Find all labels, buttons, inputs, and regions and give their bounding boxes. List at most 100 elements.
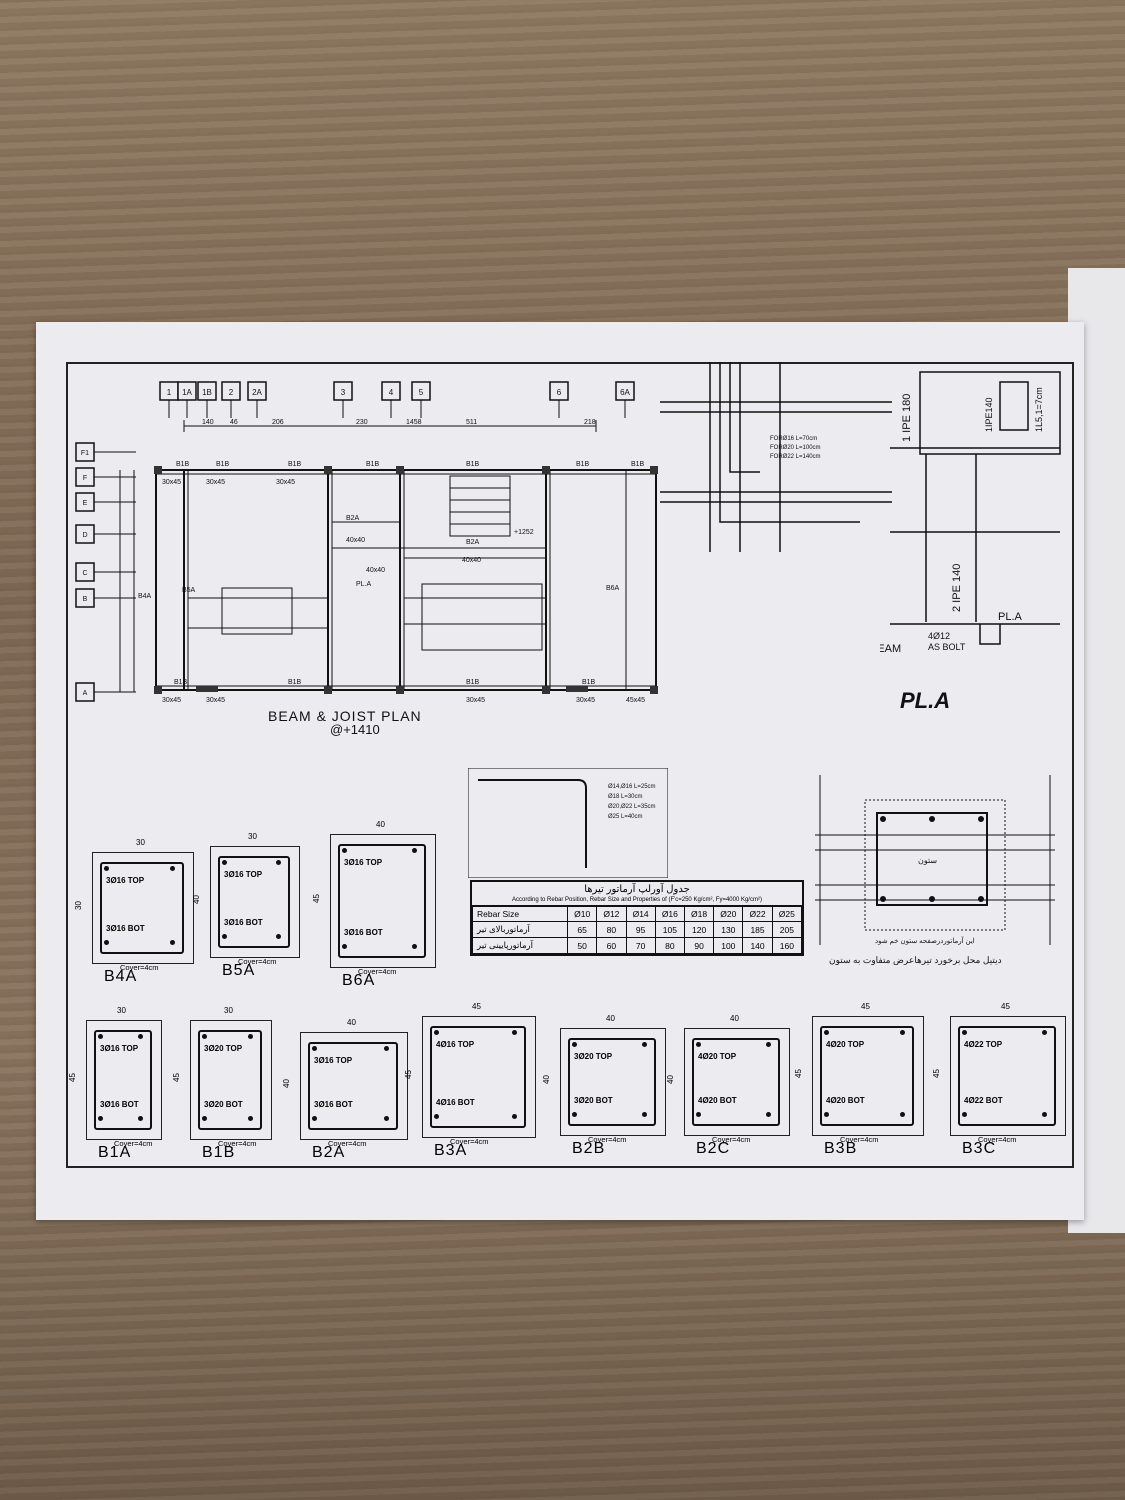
table-cell: 90 bbox=[683, 937, 715, 954]
table-title: جدول آورلپ آرماتور تیرها bbox=[584, 884, 690, 895]
dim-top: 140 bbox=[202, 419, 214, 426]
bottom-bars: 3Ø20 BOT bbox=[574, 1096, 613, 1105]
axis-bubble-A: A bbox=[75, 682, 136, 702]
rebar-dot bbox=[412, 848, 417, 853]
table-header-cell: Ø22 bbox=[742, 906, 773, 922]
section-outline bbox=[86, 1020, 162, 1140]
top-bars: 4Ø16 TOP bbox=[436, 1040, 475, 1049]
rebar-dot bbox=[642, 1112, 647, 1117]
svg-text:2: 2 bbox=[229, 388, 234, 397]
dim-top: 218 bbox=[584, 419, 596, 426]
label-pla: PL.A bbox=[998, 611, 1023, 623]
bend-line-4: Ø25 L=40cm bbox=[608, 814, 643, 820]
table-cell: 120 bbox=[683, 921, 715, 938]
rebar-dot bbox=[824, 1112, 829, 1117]
rebar-dot bbox=[696, 1112, 701, 1117]
label-beam: BEAM bbox=[880, 643, 901, 655]
bottom-bars: 3Ø16 BOT bbox=[314, 1100, 353, 1109]
bottom-bars: 4Ø20 BOT bbox=[826, 1096, 865, 1105]
top-bars: 3Ø16 TOP bbox=[100, 1044, 139, 1053]
svg-text:1B: 1B bbox=[202, 388, 212, 397]
cover-note: Cover=4cm bbox=[120, 963, 159, 972]
cover-note: Cover=4cm bbox=[450, 1137, 489, 1146]
plan-note: B5A bbox=[182, 587, 196, 594]
top-bars: 3Ø16 TOP bbox=[224, 870, 263, 879]
section-width: 40 bbox=[376, 820, 385, 829]
column-caption: دیتیل محل برخورد تیرهاعرض متفاوت به ستون bbox=[829, 955, 1002, 965]
axis-bubble-E: E bbox=[75, 492, 136, 512]
plan-note: B6A bbox=[606, 585, 620, 592]
size-label: 30x45 bbox=[206, 697, 225, 704]
plan-elevation: @+1410 bbox=[330, 722, 380, 737]
rebar-dot bbox=[434, 1114, 439, 1119]
size-label: 30x45 bbox=[206, 479, 225, 486]
section-width: 30 bbox=[224, 1006, 233, 1015]
table-cell: 95 bbox=[625, 921, 656, 938]
rebar-dot bbox=[572, 1042, 577, 1047]
cover-note: Cover=4cm bbox=[238, 957, 277, 966]
beam-label: B1B bbox=[466, 679, 480, 686]
label-bolt1: 4Ø12 bbox=[928, 631, 950, 641]
table-cell: 60 bbox=[596, 937, 627, 954]
top-bars: 3Ø16 TOP bbox=[314, 1056, 353, 1065]
section-outline bbox=[330, 834, 436, 968]
table-cell: 140 bbox=[742, 937, 773, 954]
beam-label: B1B bbox=[576, 461, 590, 468]
label-ipe140b: 2 IPE 140 bbox=[951, 564, 963, 612]
section-name: B4A bbox=[104, 968, 138, 985]
label-ipe180: 1 IPE 180 bbox=[901, 394, 913, 442]
section-name: B1A bbox=[98, 1144, 132, 1161]
cover-note: Cover=4cm bbox=[712, 1135, 751, 1144]
section-width: 45 bbox=[472, 1002, 481, 1011]
rebar-dot bbox=[98, 1034, 103, 1039]
beam-label: B1B bbox=[366, 461, 380, 468]
section-height: 45 bbox=[171, 1073, 181, 1082]
rebar-dot bbox=[384, 1116, 389, 1121]
cover-note: Cover=4cm bbox=[978, 1135, 1017, 1144]
table-subtitle: According to Rebar Position, Rebar Size … bbox=[472, 897, 802, 906]
rebar-dot bbox=[384, 1046, 389, 1051]
rebar-dot bbox=[642, 1042, 647, 1047]
section-width: 40 bbox=[606, 1014, 615, 1023]
beam-label: B1B bbox=[216, 461, 230, 468]
table-cell: 100 bbox=[713, 937, 744, 954]
cover-note: Cover=4cm bbox=[328, 1139, 367, 1148]
axis-bubble-3: 3 bbox=[333, 381, 353, 418]
table-cell: 130 bbox=[713, 921, 744, 938]
bend-line-3: Ø20,Ø22 L=35cm bbox=[608, 804, 656, 810]
for-line-2: FORØ20 L=100cm bbox=[770, 445, 821, 451]
label-bolt2: AS BOLT bbox=[928, 642, 966, 652]
dim-top: 511 bbox=[466, 419, 477, 426]
dim-top: 1458 bbox=[406, 419, 422, 426]
axis-bubble-F1: F1 bbox=[75, 442, 136, 462]
section-outline bbox=[300, 1032, 408, 1140]
cover-note: Cover=4cm bbox=[588, 1135, 627, 1144]
rebar-dot bbox=[170, 940, 175, 945]
section-width: 30 bbox=[117, 1006, 126, 1015]
section-outline bbox=[684, 1028, 790, 1136]
column-note: این آرماتوردرصفحه ستون خم شود bbox=[875, 935, 975, 945]
rebar-dot bbox=[104, 940, 109, 945]
size-label: 40x40 bbox=[366, 567, 385, 574]
axis-bubble-1B: 1B bbox=[197, 381, 217, 418]
section-name: B3C bbox=[962, 1140, 997, 1157]
table-cell: 105 bbox=[654, 921, 685, 938]
table-header-cell: Rebar Size bbox=[471, 906, 569, 922]
top-bars: 4Ø20 TOP bbox=[698, 1052, 737, 1061]
top-bars: 3Ø20 TOP bbox=[204, 1044, 243, 1053]
rebar-dot bbox=[170, 866, 175, 871]
table-row-label: آرماتورپایینی تیر bbox=[471, 937, 569, 954]
for-line-1: FORØ16 L=70cm bbox=[770, 436, 817, 442]
bend-detail: Ø14,Ø16 L=25cm Ø18 L=30cm Ø20,Ø22 L=35cm… bbox=[468, 768, 668, 878]
svg-text:6A: 6A bbox=[620, 388, 630, 397]
rebar-dot bbox=[276, 934, 281, 939]
rebar-dot bbox=[104, 866, 109, 871]
plan-note: +1252 bbox=[514, 529, 534, 536]
